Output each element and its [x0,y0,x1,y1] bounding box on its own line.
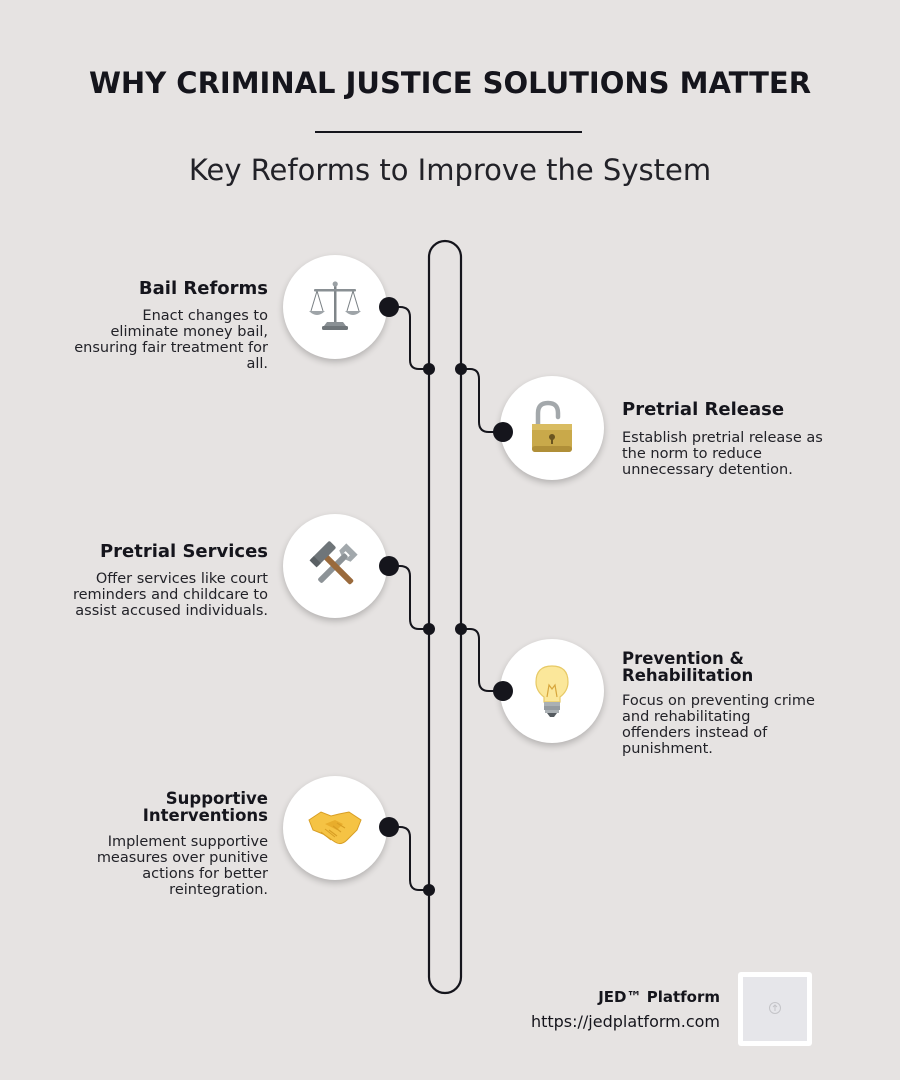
item-title-pretrial-release: Pretrial Release [622,399,862,420]
track-dot-5 [423,884,435,896]
desc-line: Implement supportive [107,834,268,850]
hammer-and-wrench-icon [309,541,358,585]
qr-code-icon [738,972,812,1046]
connector-5 [389,826,429,891]
qr-center-mark [769,1002,781,1014]
desc-line: reminders and childcare to [72,587,268,603]
title-line: Pretrial Services [99,541,268,562]
desc-line: eliminate money bail, [110,324,268,340]
item-desc-supportive-interventions: Implement supportive measures over punit… [28,834,268,898]
desc-line: punishment. [622,741,713,757]
item-title-prevention-rehabilitation: Prevention & Rehabilitation [622,650,862,684]
item-title-supportive-interventions: Supportive Interventions [28,790,268,824]
desc-line: Enact changes to [142,308,268,324]
unlocked-padlock-icon [532,400,572,452]
title-line: Interventions [142,806,268,825]
title-line: Prevention & [622,649,744,668]
track-dot-3 [423,623,435,635]
track-dot-4 [455,623,467,635]
node-dot-4 [493,681,513,701]
desc-line: the norm to reduce [622,446,762,462]
connector-3 [389,565,429,630]
brand-url[interactable]: https://jedplatform.com [530,1012,720,1031]
desc-line: Establish pretrial release as [622,430,823,446]
title-line: Bail Reforms [138,278,268,299]
desc-line: ensuring fair treatment for [74,340,268,356]
bail-reforms-icon-circle [283,255,387,359]
scales-icon [309,281,361,330]
desc-line: Focus on preventing crime [622,693,815,709]
track-dot-1 [423,363,435,375]
desc-line: actions for better [142,866,268,882]
title-divider [315,131,582,133]
desc-line: measures over punitive [96,850,268,866]
connector-4 [461,628,503,692]
item-desc-prevention-rehabilitation: Focus on preventing crime and rehabilita… [622,693,862,757]
node-dot-2 [493,422,513,442]
desc-line: reintegration. [169,882,268,898]
node-dot-3 [379,556,399,576]
desc-line: assist accused individuals. [75,603,268,619]
page-subtitle: Key Reforms to Improve the System [188,153,712,187]
item-title-bail-reforms: Bail Reforms [28,278,268,299]
pretrial-release-icon-circle [500,376,604,480]
item-desc-pretrial-release: Establish pretrial release as the norm t… [622,430,862,478]
desc-line: and rehabilitating [622,709,751,725]
desc-line: offenders instead of [622,725,768,741]
title-line: Rehabilitation [622,666,754,685]
connector-1 [389,306,429,370]
light-bulb-icon [535,665,569,717]
track-dot-2 [455,363,467,375]
handshake-icon [308,811,362,845]
connector-2 [461,368,503,433]
supportive-interventions-icon-circle [283,776,387,880]
page-title: WHY CRIMINAL JUSTICE SOLUTIONS MATTER [88,66,812,100]
pretrial-services-icon-circle [283,514,387,618]
node-dot-1 [379,297,399,317]
desc-line: all. [246,356,268,372]
node-dot-5 [379,817,399,837]
timeline-track [427,239,463,995]
brand-name: JED™ Platform [598,988,720,1006]
item-desc-bail-reforms: Enact changes to eliminate money bail, e… [28,308,268,372]
prevention-rehabilitation-icon-circle [500,639,604,743]
title-line: Supportive [165,789,268,808]
desc-line: unnecessary detention. [622,462,793,478]
desc-line: Offer services like court [95,571,268,587]
item-desc-pretrial-services: Offer services like court reminders and … [28,571,268,619]
qr-placeholder [743,977,807,1041]
title-line: Pretrial Release [622,399,785,420]
item-title-pretrial-services: Pretrial Services [28,541,268,562]
